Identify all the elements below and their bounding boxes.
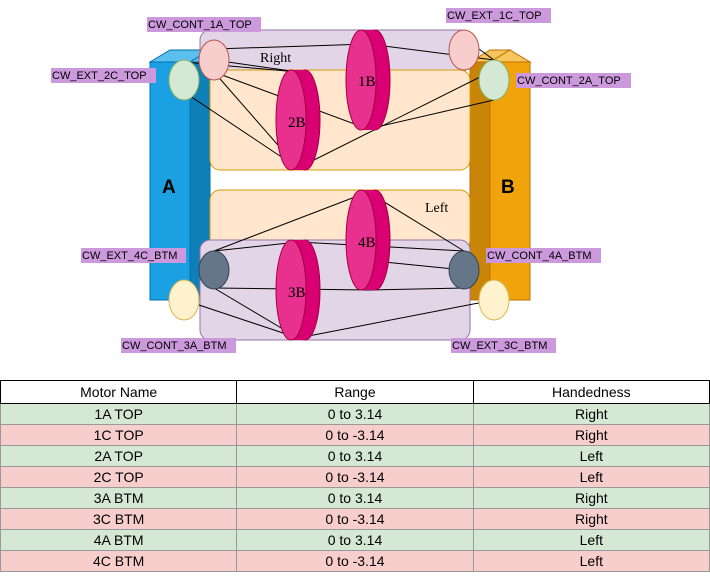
cont-1a-top-ellipse: [198, 39, 230, 81]
robot-motor-diagram: A B Right Left: [51, 8, 631, 353]
cont-4a-btm-ellipse: [448, 250, 480, 290]
svg-text:CW_EXT_4C_BTM: CW_EXT_4C_BTM: [82, 250, 177, 262]
motor-1b: 1B: [345, 29, 391, 131]
table-row: 1C TOP 0 to -3.14 Right: [0, 424, 710, 446]
cell-handedness: Left: [472, 550, 710, 572]
table-row: 4A BTM 0 to 3.14 Left: [0, 529, 710, 551]
table-row: 2A TOP 0 to 3.14 Left: [0, 445, 710, 467]
cell-motor-name: 3A BTM: [0, 487, 238, 509]
cell-handedness: Right: [472, 487, 710, 509]
motor-table: Motor Name Range Handedness 1A TOP 0 to …: [0, 380, 710, 572]
ext-1c-top-ellipse: [448, 29, 480, 71]
tag-cont-1a-top: CW_CONT_1A_TOP: [147, 17, 261, 32]
tag-cont-4a-btm: CW_CONT_4A_BTM: [486, 248, 601, 263]
cell-motor-name: 2C TOP: [0, 466, 238, 488]
cell-range: 0 to 3.14: [236, 445, 474, 467]
svg-text:CW_CONT_1A_TOP: CW_CONT_1A_TOP: [148, 19, 252, 31]
tag-ext-4c-btm: CW_EXT_4C_BTM: [81, 248, 186, 263]
motor-2b: 2B: [275, 69, 321, 171]
motor-1b-label: 1B: [358, 74, 376, 90]
motor-2b-label: 2B: [288, 115, 306, 131]
region-left-label: Left: [425, 201, 448, 216]
table-row: 1A TOP 0 to 3.14 Right: [0, 403, 710, 425]
tag-cont-2a-top: CW_CONT_2A_TOP: [516, 73, 631, 88]
table-row: 3C BTM 0 to -3.14 Right: [0, 508, 710, 530]
cell-range: 0 to 3.14: [236, 529, 474, 551]
svg-text:CW_CONT_4A_BTM: CW_CONT_4A_BTM: [487, 250, 592, 262]
cell-motor-name: 4A BTM: [0, 529, 238, 551]
tag-cont-3a-btm: CW_CONT_3A_BTM: [121, 338, 236, 353]
cell-motor-name: 2A TOP: [0, 445, 238, 467]
side-b-label: B: [501, 177, 515, 198]
cell-handedness: Left: [472, 445, 710, 467]
side-b-block: B: [468, 49, 532, 301]
svg-text:CW_EXT_1C_TOP: CW_EXT_1C_TOP: [447, 10, 542, 22]
cell-handedness: Right: [472, 403, 710, 425]
svg-text:CW_EXT_3C_BTM: CW_EXT_3C_BTM: [452, 340, 547, 352]
cell-range: 0 to -3.14: [236, 466, 474, 488]
tag-ext-2c-top: CW_EXT_2C_TOP: [51, 68, 156, 83]
cell-handedness: Left: [472, 529, 710, 551]
header-range: Range: [236, 380, 474, 404]
cell-range: 0 to -3.14: [236, 550, 474, 572]
header-motor-name: Motor Name: [0, 380, 238, 404]
cell-motor-name: 1A TOP: [0, 403, 238, 425]
cont-2a-top-ellipse: [478, 59, 510, 101]
motor-3b-label: 3B: [288, 285, 306, 301]
cont-3a-btm-ellipse: [168, 279, 200, 321]
ext-4c-btm-ellipse: [198, 250, 230, 290]
ext-3c-btm-ellipse: [478, 279, 510, 321]
cell-motor-name: 4C BTM: [0, 550, 238, 572]
cell-motor-name: 1C TOP: [0, 424, 238, 446]
ext-2c-top-ellipse: [168, 59, 200, 101]
header-handedness: Handedness: [472, 380, 710, 404]
cell-range: 0 to 3.14: [236, 487, 474, 509]
motor-4b-label: 4B: [358, 235, 376, 251]
svg-text:CW_CONT_2A_TOP: CW_CONT_2A_TOP: [517, 75, 621, 87]
svg-text:CW_EXT_2C_TOP: CW_EXT_2C_TOP: [52, 70, 147, 82]
table-row: 4C BTM 0 to -3.14 Left: [0, 550, 710, 572]
tag-ext-1c-top: CW_EXT_1C_TOP: [446, 8, 551, 23]
motor-4b: 4B: [345, 189, 391, 291]
tag-ext-3c-btm: CW_EXT_3C_BTM: [451, 338, 556, 353]
cell-handedness: Left: [472, 466, 710, 488]
side-a-label: A: [162, 177, 176, 198]
svg-text:CW_CONT_3A_BTM: CW_CONT_3A_BTM: [122, 340, 227, 352]
side-a-block: A: [148, 49, 212, 301]
motor-table-header: Motor Name Range Handedness: [0, 380, 710, 404]
top-lavender-band: [199, 29, 471, 73]
cell-handedness: Right: [472, 508, 710, 530]
cell-range: 0 to -3.14: [236, 424, 474, 446]
cell-handedness: Right: [472, 424, 710, 446]
cell-range: 0 to -3.14: [236, 508, 474, 530]
table-row: 3A BTM 0 to 3.14 Right: [0, 487, 710, 509]
table-row: 2C TOP 0 to -3.14 Left: [0, 466, 710, 488]
cell-motor-name: 3C BTM: [0, 508, 238, 530]
cell-range: 0 to 3.14: [236, 403, 474, 425]
motor-3b: 3B: [275, 239, 321, 341]
region-right-label: Right: [260, 51, 291, 66]
